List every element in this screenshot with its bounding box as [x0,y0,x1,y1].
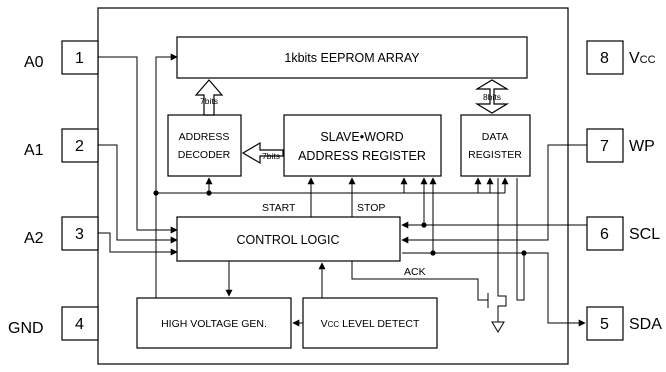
transistor-body [497,292,507,315]
junction-dot [153,190,159,196]
slave-word-label: SLAVE•WORD [320,130,403,144]
junction-dot [421,222,427,228]
junction-dot [430,250,436,256]
pin-gnd-label: GND [8,320,44,337]
swa-bus-arrow [241,141,284,165]
data-bus-arrow [474,79,510,114]
pin-wp-label: WP [629,138,655,155]
pin-a1-label: A1 [24,142,44,159]
pin-5-number: 5 [600,316,609,333]
control-logic-block [176,216,401,262]
pin-1-number: 1 [75,50,84,67]
address-register-label: ADDRESS REGISTER [298,149,426,163]
pin-7-number: 7 [600,138,609,155]
control-logic-label: CONTROL LOGIC [236,233,339,247]
address-decoder-label-2: DECODER [178,149,231,161]
a2-wire [98,232,178,256]
pin-vcc-label: VCC [629,50,656,67]
data-register-label-2: REGISTER [468,149,522,161]
data-register-label-1: DATA [482,131,508,143]
pin-6-number: 6 [600,226,609,243]
stop-label: STOP [357,202,385,214]
start-label: START [262,202,296,214]
ack-wire [351,261,488,301]
sda-wire [402,252,586,327]
address-decoder-block [167,114,242,177]
a1-wire [98,144,178,244]
pin-4-number: 4 [75,316,84,333]
pin-3-number: 3 [75,226,84,243]
junction-dot [521,250,527,256]
addr-bus-bits: 7bits [200,96,218,106]
pin-2-number: 2 [75,138,84,155]
vcc-level-detect-block [302,297,438,349]
swa-bus-bits: 7bits [262,151,280,161]
sda-output-path [516,178,525,301]
a0-wire [98,56,178,234]
eeprom-array-block [176,36,528,79]
vcc-level-detect-label: VCC LEVEL DETECT [321,318,420,330]
eeprom-array-label: 1kbits EEPROM ARRAY [284,51,420,65]
pin-4-box [61,306,99,341]
data-register-block [460,114,531,177]
pin-1-box [61,40,99,75]
pin-8-number: 8 [600,50,609,67]
pin-a2-label: A2 [24,230,44,247]
pin-8-box [586,40,624,75]
hv-to-eeprom-wire [155,53,178,298]
pin-2-box [61,128,99,163]
data-bus-bits: 8bits [483,92,501,102]
pin-sda-label: SDA [629,316,662,333]
high-voltage-gen-block [136,297,292,349]
pin-6-box [586,216,624,251]
addr-bus-arrow [194,79,224,116]
ack-label: ACK [404,266,426,278]
slave-word-address-register-block [283,114,442,177]
wp-wire [401,144,587,244]
pin-scl-label: SCL [629,226,660,243]
pin-a0-label: A0 [24,54,44,71]
pin-5-box [586,306,624,341]
address-decoder-label-1: ADDRESS [179,131,230,143]
high-voltage-gen-label: HIGH VOLTAGE GEN. [161,318,267,330]
pin-7-box [586,128,624,163]
